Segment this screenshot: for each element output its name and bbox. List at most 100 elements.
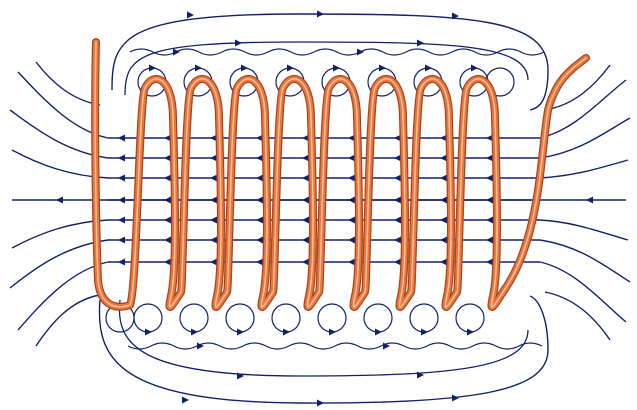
field-arrow — [329, 328, 336, 336]
field-arrow — [348, 258, 355, 266]
field-arrow — [452, 12, 459, 20]
field-arrow — [164, 258, 171, 266]
field-arrow — [287, 64, 294, 72]
inner-return-loop-bottom — [118, 299, 529, 377]
right-fringe-field-line — [544, 291, 611, 341]
field-arrow — [256, 258, 263, 266]
field-arrow — [348, 174, 355, 182]
field-arrow — [237, 372, 244, 380]
field-arrow — [394, 216, 401, 224]
field-arrow — [375, 328, 382, 336]
field-arrow — [425, 64, 432, 72]
wire-loop-bottom — [455, 303, 485, 333]
field-arrow — [118, 154, 125, 162]
field-arrow — [348, 216, 355, 224]
field-arrow — [452, 394, 459, 402]
field-arrow — [357, 48, 364, 56]
right-fringe-field-line — [539, 239, 631, 283]
field-arrow — [486, 258, 493, 266]
coil-wire-highlight — [94, 41, 587, 308]
field-arrow — [210, 216, 217, 224]
field-arrow — [241, 64, 248, 72]
field-arrow — [394, 236, 401, 244]
field-arrow — [256, 174, 263, 182]
field-arrow — [302, 134, 309, 142]
field-arrow — [440, 258, 447, 266]
wire-loop-bottom — [409, 303, 439, 333]
field-arrow — [302, 236, 309, 244]
wire-loop-bottom — [133, 303, 163, 333]
field-arrow — [182, 396, 189, 404]
right-fringe-field-line — [539, 117, 631, 159]
inner-return-loop-top — [124, 41, 529, 96]
field-arrow — [187, 11, 194, 19]
field-arrow — [383, 342, 390, 350]
field-arrow — [118, 174, 125, 182]
field-arrow — [467, 328, 474, 336]
field-arrow — [210, 236, 217, 244]
field-arrow — [256, 216, 263, 224]
field-arrow — [118, 258, 125, 266]
wire-loop-bottom — [271, 303, 301, 333]
field-arrow — [486, 236, 493, 244]
field-arrow — [440, 216, 447, 224]
left-fringe-field-line — [35, 294, 101, 347]
field-arrow — [486, 216, 493, 224]
field-arrow — [394, 134, 401, 142]
field-arrow — [379, 64, 386, 72]
field-arrow — [348, 236, 355, 244]
right-fringe-field-line — [544, 64, 611, 111]
field-arrow — [471, 64, 478, 72]
field-arrow — [210, 134, 217, 142]
field-arrow — [348, 134, 355, 142]
field-arrow — [164, 154, 171, 162]
field-arrow — [256, 154, 263, 162]
field-arrow — [486, 174, 493, 182]
field-arrow — [237, 328, 244, 336]
field-arrow — [394, 258, 401, 266]
field-arrow — [394, 154, 401, 162]
field-arrow — [256, 236, 263, 244]
field-arrow — [440, 174, 447, 182]
field-arrow — [210, 174, 217, 182]
field-arrow — [173, 48, 180, 56]
field-arrow — [118, 216, 125, 224]
field-arrow — [164, 134, 171, 142]
field-arrow — [302, 174, 309, 182]
outer-return-loop-top — [111, 13, 549, 111]
field-arrow — [486, 134, 493, 142]
field-arrow — [210, 154, 217, 162]
field-arrow — [486, 154, 493, 162]
solenoid-coil — [91, 38, 590, 311]
field-arrow — [440, 134, 447, 142]
field-arrow — [302, 154, 309, 162]
field-arrow — [417, 371, 424, 379]
field-arrow — [164, 216, 171, 224]
wire-loop-bottom — [179, 303, 209, 333]
left-fringe-field-line — [35, 61, 101, 106]
field-arrow — [191, 328, 198, 336]
field-arrow — [149, 64, 156, 72]
outer-return-loop-bottom — [98, 295, 549, 404]
field-arrow — [421, 328, 428, 336]
field-arrow — [195, 64, 202, 72]
field-arrow — [118, 134, 125, 142]
field-arrow — [417, 39, 424, 47]
field-arrow — [333, 64, 340, 72]
field-arrow — [210, 258, 217, 266]
field-arrow — [197, 342, 204, 350]
wavy-field-line-bottom — [127, 342, 543, 350]
right-fringe-field-line — [539, 261, 627, 323]
coil-wire-shadow — [91, 38, 590, 311]
wire-loop-bottom — [225, 303, 255, 333]
field-arrow — [348, 154, 355, 162]
field-arrow — [440, 236, 447, 244]
field-arrow — [317, 399, 324, 407]
field-arrow — [394, 174, 401, 182]
right-fringe-field-line — [539, 159, 629, 179]
field-arrow — [586, 196, 593, 204]
field-arrow — [145, 328, 152, 336]
field-arrow — [118, 236, 125, 244]
field-arrow — [56, 196, 63, 204]
